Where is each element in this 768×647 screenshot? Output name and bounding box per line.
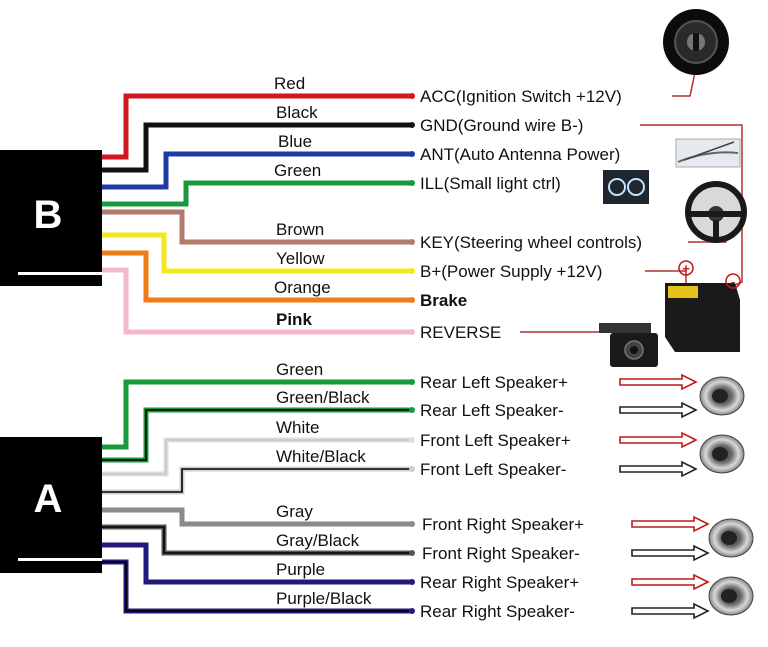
wire-color-label: Purple [276, 560, 325, 579]
wire-color-label: Green/Black [276, 388, 370, 407]
wire-function-label: ILL(Small light ctrl) [420, 174, 561, 193]
wire-function-label: ACC(Ignition Switch +12V) [420, 87, 622, 106]
speaker-arrow-4 [631, 515, 710, 533]
wire-function-label: Rear Left Speaker- [420, 401, 564, 420]
wire-0-3 [102, 180, 412, 207]
wire-1-6 [102, 542, 412, 585]
wire-end-dot [409, 93, 415, 99]
speaker-icon [699, 434, 745, 474]
battery-positive-sign: + [682, 261, 690, 276]
wire-end-dot [409, 407, 415, 413]
connector-a: A [0, 437, 102, 573]
wire-end-dot [409, 379, 415, 385]
wire-0-7 [102, 267, 412, 335]
ignition-switch-icon [663, 9, 729, 75]
wire-color-label: Purple/Black [276, 589, 372, 608]
speaker-arrow-7 [631, 602, 710, 620]
wire-0-5 [102, 232, 412, 274]
wire-0-6 [102, 250, 412, 303]
speaker-group [699, 376, 754, 616]
connector-b-letter: B [34, 193, 63, 237]
speaker-icon [699, 376, 745, 416]
wire-function-label: ANT(Auto Antenna Power) [420, 145, 620, 164]
wire-0-0 [102, 93, 412, 160]
antenna-icon [675, 138, 741, 168]
wire-function-label: Front Left Speaker+ [420, 431, 571, 450]
wire-0-1 [102, 122, 412, 173]
wire-end-dot [409, 268, 415, 274]
wire-color-label: Green [276, 360, 323, 379]
speaker-icon [708, 518, 754, 558]
wire-end-dot [409, 329, 415, 335]
wire-color-label: White [276, 418, 319, 437]
wire-stripe-1-3 [102, 468, 412, 493]
connector-a-letter: A [34, 477, 63, 521]
wire-end-dot [409, 151, 415, 157]
speaker-arrow-5 [631, 544, 710, 562]
wire-end-dot [409, 437, 415, 443]
battery-negative-sign: - [731, 274, 735, 289]
battery-icon: + - [665, 260, 741, 352]
wire-color-label: Orange [274, 278, 331, 297]
wire-function-label: Front Left Speaker- [420, 460, 566, 479]
wire-color-label: Green [274, 161, 321, 180]
wire-color-label: Brown [276, 220, 324, 239]
reverse-camera-icon [599, 323, 658, 367]
wire-color-label: Red [274, 74, 305, 93]
wire-color-label: Pink [276, 310, 312, 329]
wire-color-label: Yellow [276, 249, 325, 268]
wire-group [102, 93, 415, 614]
wire-0-4 [102, 209, 412, 245]
wire-color-label: Gray/Black [276, 531, 360, 550]
wire-end-dot [409, 180, 415, 186]
wire-function-label: GND(Ground wire B-) [420, 116, 583, 135]
speaker-arrow-1 [619, 401, 698, 419]
wire-end-dot [409, 608, 415, 614]
speaker-icon [708, 576, 754, 616]
wire-stripe-1-1 [102, 409, 412, 461]
wire-end-dot [409, 239, 415, 245]
wire-function-label: Rear Right Speaker+ [420, 573, 579, 592]
wire-end-dot [409, 579, 415, 585]
wire-end-dot [409, 550, 415, 556]
acc-link-line [672, 71, 696, 97]
wire-function-label: KEY(Steering wheel controls) [420, 233, 642, 252]
bplus-link-line [645, 270, 687, 285]
wire-1-4 [102, 507, 412, 527]
wire-stripe-1-5 [102, 526, 412, 554]
connector-b: B [0, 150, 102, 286]
wire-end-dot [409, 297, 415, 303]
wire-end-dot [409, 122, 415, 128]
speaker-arrow-3 [619, 460, 698, 478]
wire-color-label: Black [276, 103, 318, 122]
wire-function-label: Brake [420, 291, 467, 310]
wire-function-label: Front Right Speaker+ [422, 515, 584, 534]
wire-function-label: REVERSE [420, 323, 501, 342]
wire-end-dot [409, 521, 415, 527]
headlight-icon [603, 170, 649, 204]
wire-function-label: Rear Right Speaker- [420, 602, 575, 621]
wire-1-0 [102, 379, 412, 450]
speaker-arrow-6 [631, 573, 710, 591]
wire-end-dot [409, 466, 415, 472]
wire-outline-1-2 [102, 439, 412, 475]
wire-color-label: Gray [276, 502, 313, 521]
wire-function-label: Rear Left Speaker+ [420, 373, 568, 392]
wire-color-label: Blue [278, 132, 312, 151]
wire-function-label: B+(Power Supply +12V) [420, 262, 602, 281]
wire-0-2 [102, 151, 412, 190]
speaker-arrow-0 [619, 373, 698, 391]
wire-stripe-1-7 [102, 561, 412, 612]
arrow-group [619, 373, 710, 620]
wire-color-label: White/Black [276, 447, 366, 466]
speaker-arrow-2 [619, 431, 698, 449]
steering-wheel-icon [685, 181, 747, 243]
wire-function-label: Front Right Speaker- [422, 544, 580, 563]
